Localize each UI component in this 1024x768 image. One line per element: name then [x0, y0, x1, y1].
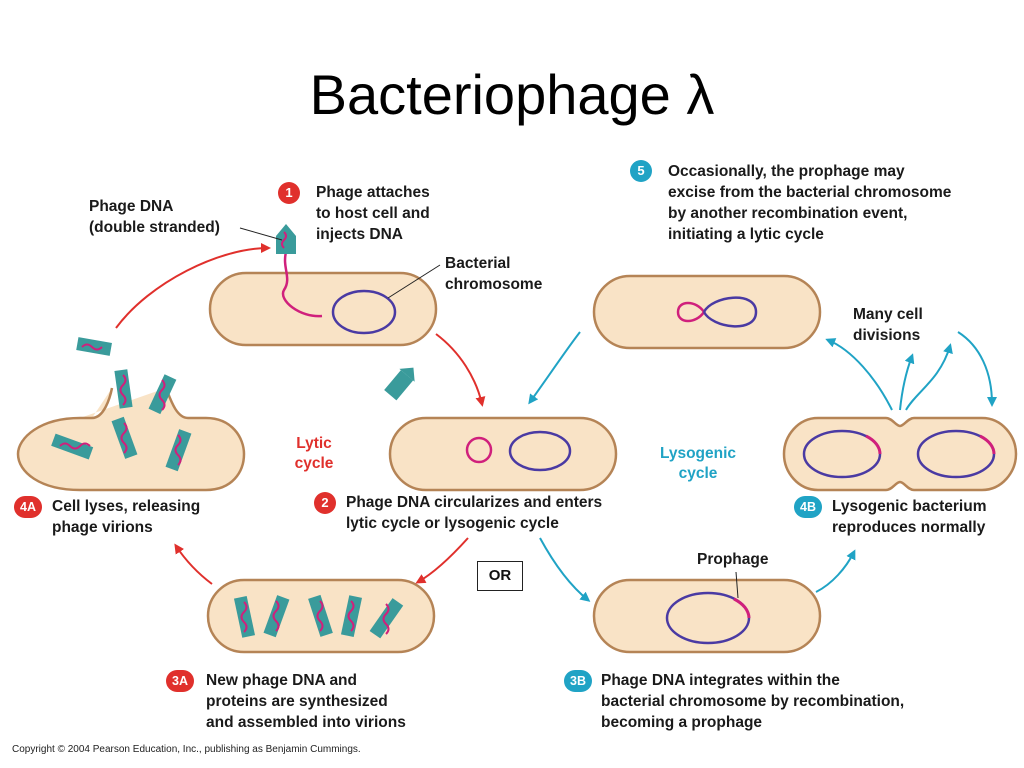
cell-circularized	[388, 416, 618, 492]
label-prophage: Prophage	[697, 551, 769, 568]
copyright-notice: Copyright © 2004 Pearson Education, Inc.…	[12, 744, 361, 755]
cell-lysing	[16, 337, 246, 492]
cell-virion-assembly	[206, 578, 436, 654]
cell-attachment	[208, 224, 438, 347]
lysogenic-arrows	[528, 331, 997, 602]
step-text-4b: Lysogenic bacterium reproduces normally	[832, 498, 987, 536]
step-text-1: Phage attaches to host cell and injects …	[316, 184, 430, 243]
pointer-lines	[239, 227, 739, 599]
step-badge-4b: 4B	[794, 496, 822, 518]
step-badge-3b: 3B	[564, 670, 592, 692]
cell-prophage	[592, 578, 822, 654]
cell-dividing	[782, 416, 1018, 492]
step-badge-1: 1	[278, 182, 300, 204]
step-badge-4a: 4A	[14, 496, 42, 518]
step-text-3a: New phage DNA and proteins are synthesiz…	[206, 672, 406, 731]
label-lysogenic-cycle: Lysogenic cycle	[659, 445, 737, 482]
free-phage	[384, 367, 415, 401]
label-many-cell-divisions: Many cell divisions	[853, 306, 923, 344]
label-phage-dna: Phage DNA (double stranded)	[89, 198, 220, 236]
step-text-4a: Cell lyses, releasing phage virions	[52, 498, 201, 536]
step-text-5: Occasionally, the prophage may excise fr…	[668, 163, 952, 243]
cell-excision	[592, 274, 822, 350]
label-bacterial-chromosome: Bacterial chromosome	[445, 255, 543, 293]
page-title: Bacteriophage λ	[309, 63, 715, 126]
label-lytic-cycle: Lytic cycle	[294, 435, 334, 472]
step-badge-5: 5	[630, 160, 652, 182]
step-text-3b: Phage DNA integrates within the bacteria…	[601, 672, 905, 731]
or-box: OR	[477, 561, 523, 591]
step-badge-2: 2	[314, 492, 336, 514]
lytic-arrows	[115, 243, 486, 585]
step-badge-3a: 3A	[166, 670, 194, 692]
step-text-2: Phage DNA circularizes and enters lytic …	[346, 494, 603, 532]
